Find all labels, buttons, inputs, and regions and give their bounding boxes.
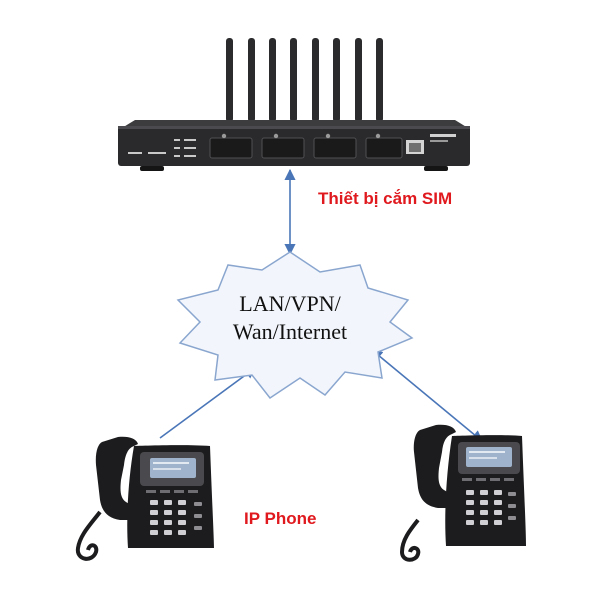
ip-phone-label: IP Phone bbox=[244, 509, 317, 528]
cloud-label-line1: LAN/VPN/ bbox=[239, 291, 341, 316]
network-cloud-icon bbox=[176, 251, 414, 400]
cloud-label-line2: Wan/Internet bbox=[232, 319, 348, 344]
link-phone-left-cloud bbox=[159, 367, 256, 439]
gateway-label: Thiết bị cắm SIM bbox=[318, 189, 453, 208]
ip-phone-icon bbox=[399, 424, 526, 562]
cloud-label: LAN/VPN/ Wan/Internet bbox=[200, 290, 380, 346]
link-cloud-phone-right bbox=[371, 349, 483, 442]
sim-gateway-icon bbox=[118, 38, 470, 171]
ip-phone-icon bbox=[75, 436, 214, 561]
